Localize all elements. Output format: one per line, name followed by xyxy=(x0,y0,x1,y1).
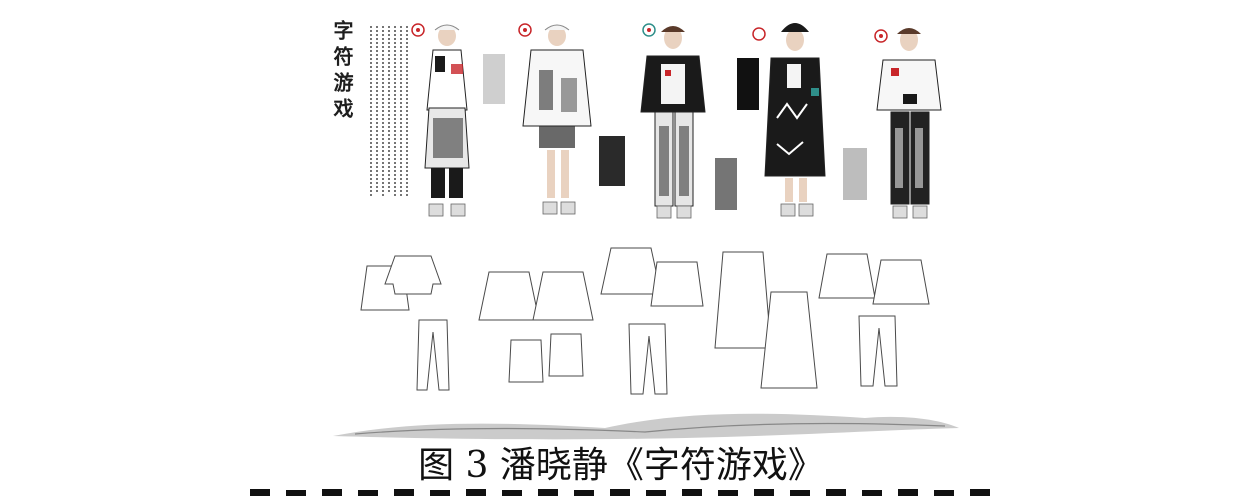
flat-jacket-1 xyxy=(478,271,540,321)
plate-vertical-title: 字符游戏 xyxy=(330,20,354,124)
description-text-columns xyxy=(370,26,408,198)
fabric-swatch-1 xyxy=(483,54,505,104)
flat-shorts-1 xyxy=(508,339,544,383)
flat-pants-1 xyxy=(416,319,450,391)
flat-coat-2 xyxy=(760,291,818,389)
model-figure-2 xyxy=(518,23,592,215)
fashion-illustration xyxy=(333,23,959,440)
flat-jacket-4 xyxy=(650,261,704,307)
ink-wash-brushstroke xyxy=(333,413,959,440)
flat-pants-2 xyxy=(628,323,668,395)
fabric-swatch-2 xyxy=(599,136,625,186)
flat-jacket-3 xyxy=(600,247,662,295)
model-figure-3 xyxy=(640,23,706,219)
flat-sketches xyxy=(360,247,930,395)
flat-shirt xyxy=(384,255,442,295)
fabric-swatch-4 xyxy=(737,58,759,110)
flat-pants-3 xyxy=(858,315,898,387)
flat-shorts-2 xyxy=(548,333,584,377)
next-line-cutoff xyxy=(200,484,1040,496)
model-figure-1 xyxy=(411,23,470,217)
flat-jacket-2 xyxy=(532,271,594,321)
design-plate: 字符游戏 xyxy=(325,8,965,444)
fabric-swatch-5 xyxy=(843,148,867,200)
flat-coat-1 xyxy=(714,251,772,349)
model-figure-4 xyxy=(752,23,826,217)
flat-jacket-5 xyxy=(818,253,876,299)
model-figure-5 xyxy=(874,28,942,219)
fabric-swatch-3 xyxy=(715,158,737,210)
flat-jacket-6 xyxy=(872,259,930,305)
figure-caption: 图 3 潘晓静《字符游戏》 xyxy=(418,445,824,486)
